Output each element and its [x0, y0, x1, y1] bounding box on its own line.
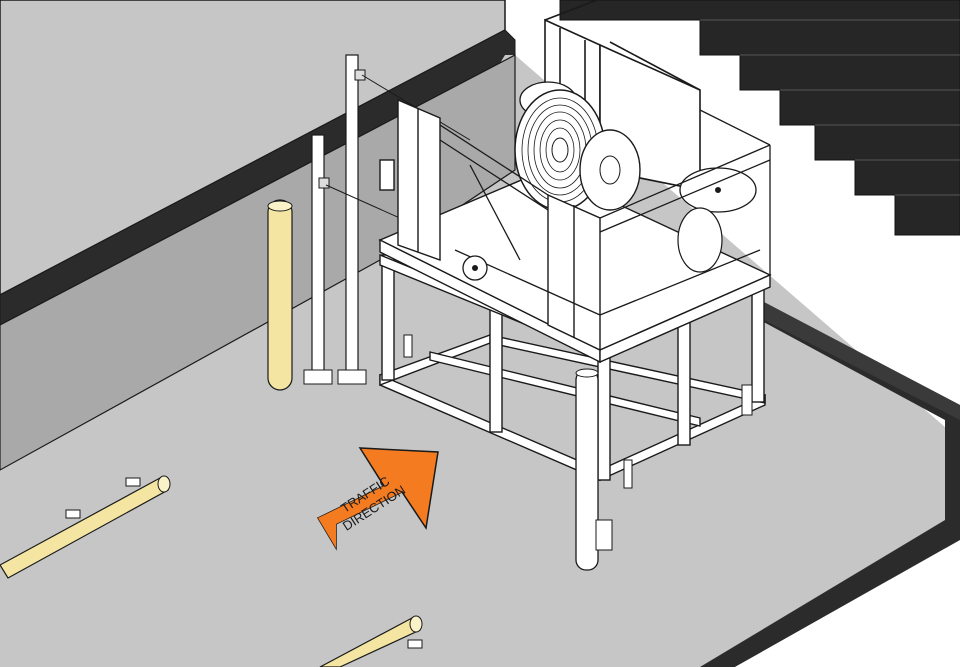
reel-right: [677, 167, 757, 273]
pulley: [462, 255, 488, 281]
hose-reel-main: [514, 89, 641, 211]
left-panel: [379, 98, 441, 261]
wheel-stop-1: [0, 475, 171, 579]
post-left: [303, 134, 333, 385]
right-curb-top: [760, 300, 960, 420]
wheel-stop-2: [319, 615, 423, 667]
bottom-area: [735, 540, 960, 667]
post-right: [337, 54, 367, 385]
stairs: [559, 0, 960, 236]
bottom-curb: [700, 520, 960, 667]
main-floor: [0, 55, 960, 667]
center-panel: [547, 193, 601, 352]
front-post: [575, 368, 613, 571]
bollard-left: [267, 199, 293, 391]
leg-placards: [403, 334, 753, 489]
curb-strip: [0, 29, 516, 326]
